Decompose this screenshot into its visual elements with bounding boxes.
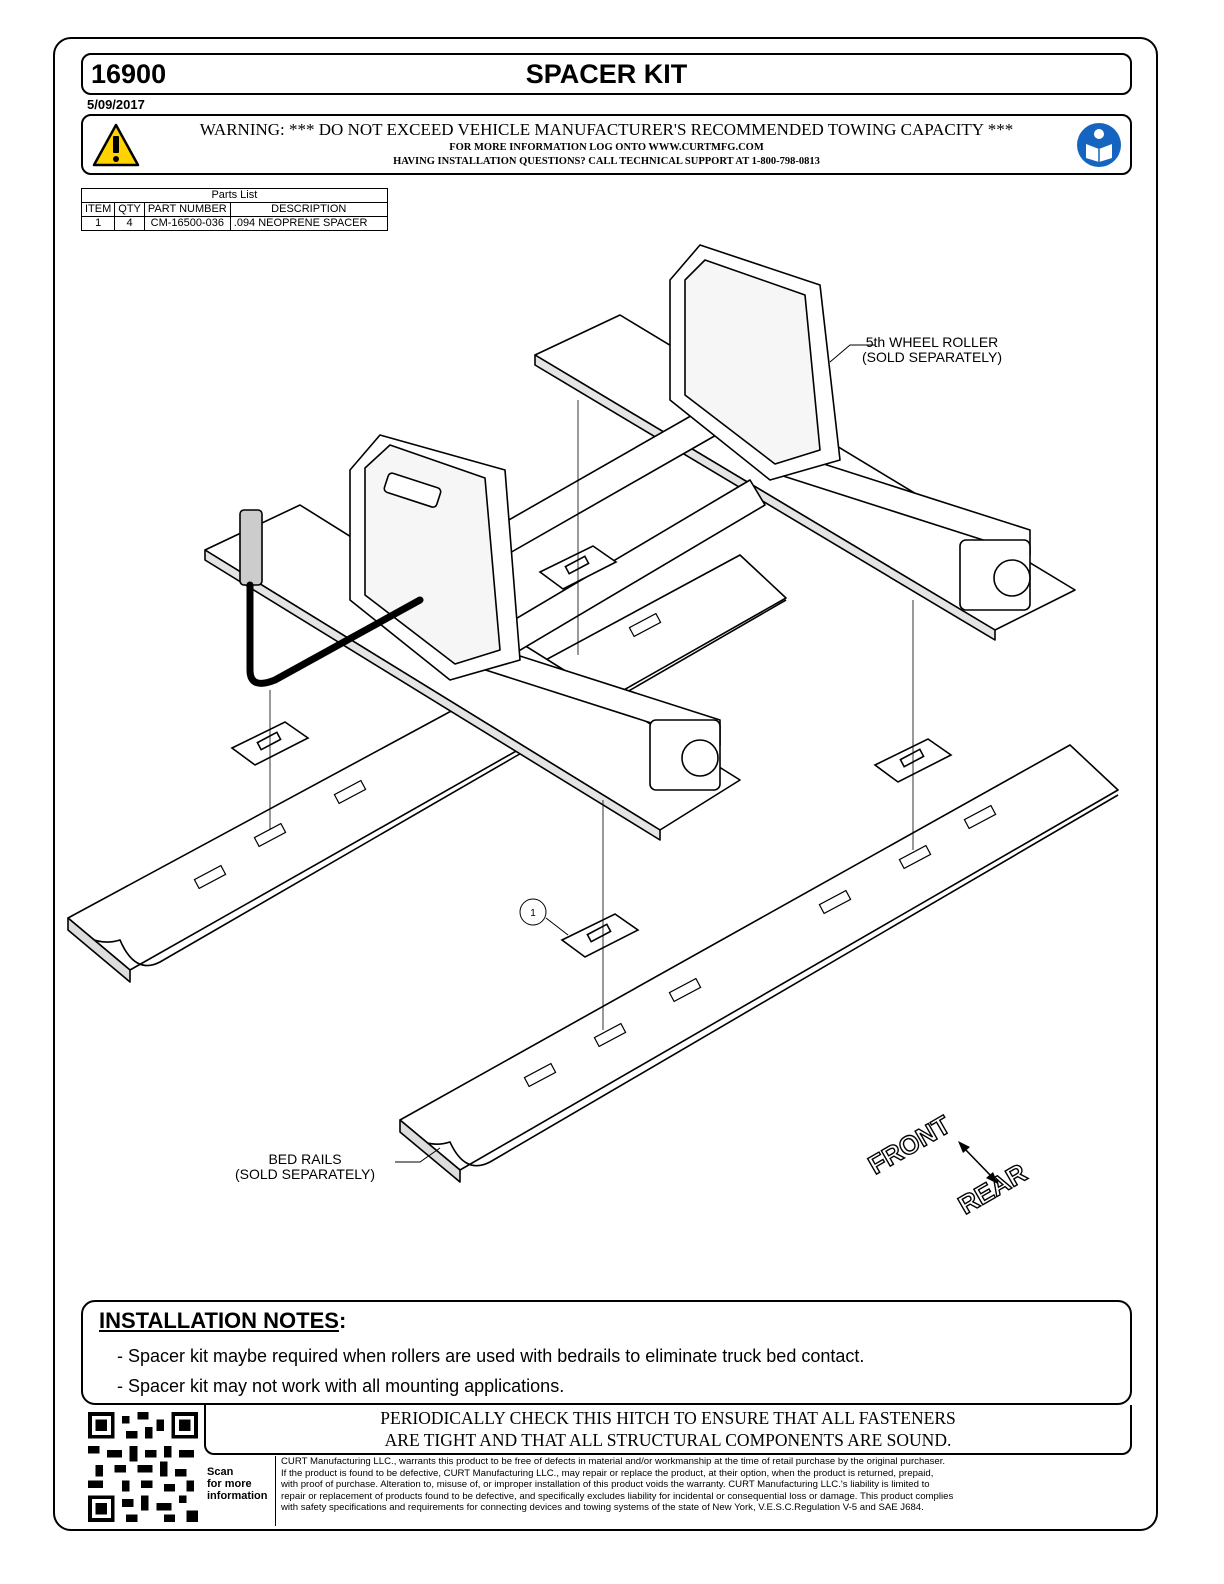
part-number: 16900: [91, 59, 167, 89]
installation-note: - Spacer kit may not work with all mount…: [117, 1376, 565, 1396]
item-balloon: [519, 898, 547, 926]
title-bar: 16900 SPACER KIT: [81, 53, 1132, 95]
scan-line: information: [207, 1490, 268, 1502]
direction-indicator: FRONT REAR: [862, 1109, 1032, 1221]
notes-title-text: INSTALLATION NOTES: [99, 1308, 339, 1333]
warranty-line: repair or replacement of products found …: [281, 1490, 954, 1502]
periodic-check-notice: PERIODICALLY CHECK THIS HITCH TO ENSURE …: [204, 1405, 1132, 1455]
roller-label-line: 5th WHEEL ROLLER: [865, 334, 999, 350]
rails-callout-label: BED RAILS (SOLD SEPARATELY): [235, 1152, 375, 1182]
periodic-line: PERIODICALLY CHECK THIS HITCH TO ENSURE …: [380, 1408, 956, 1428]
warranty-line: If the product is found to be defective,…: [281, 1467, 934, 1479]
warning-text: WARNING: *** DO NOT EXCEED VEHICLE MANUF…: [199, 120, 1014, 139]
read-manual-icon: [1077, 123, 1121, 167]
warning-box: WARNING: *** DO NOT EXCEED VEHICLE MANUF…: [81, 114, 1132, 175]
drawing-sheet-border: [53, 37, 1158, 1531]
roller-label-line: (SOLD SEPARATELY): [862, 349, 1003, 365]
roller-callout-label: 5th WHEEL ROLLER (SOLD SEPARATELY): [862, 335, 1002, 365]
left-bed-rail-illustration: [67, 554, 787, 983]
front-label: FRONT: [863, 1109, 956, 1180]
rails-label-line: BED RAILS: [268, 1151, 342, 1167]
periodic-line: ARE TIGHT AND THAT ALL STRUCTURAL COMPON…: [384, 1430, 952, 1450]
installation-notes-box: INSTALLATION NOTES: - Spacer kit maybe r…: [81, 1300, 1132, 1405]
right-bed-rail-illustration: [399, 744, 1119, 1183]
warning-triangle-icon: [92, 123, 140, 167]
rear-label: REAR: [953, 1157, 1032, 1220]
installation-notes-title: INSTALLATION NOTES:: [99, 1308, 346, 1334]
qr-code-icon: [88, 1412, 198, 1522]
website-text: FOR MORE INFORMATION LOG ONTO WWW.CURTMF…: [449, 142, 764, 153]
warranty-text: CURT Manufacturing LLC., warrants this p…: [275, 1456, 1132, 1526]
table-cell: .094 NEOPRENE SPACER: [229, 216, 388, 231]
parts-list-table: Parts List ITEM QTY PART NUMBER DESCRIPT…: [80, 188, 388, 231]
warranty-line: CURT Manufacturing LLC., warrants this p…: [281, 1456, 946, 1467]
column-header: ITEM: [80, 202, 116, 217]
notes-title-colon: :: [338, 1308, 347, 1333]
scan-line: for more: [207, 1478, 252, 1490]
item-balloon-number: 1: [530, 908, 536, 919]
table-cell: CM-16500-036: [143, 216, 231, 231]
column-header: QTY: [114, 202, 145, 217]
page-title: SPACER KIT: [525, 59, 688, 89]
rails-label-line: (SOLD SEPARATELY): [235, 1166, 376, 1182]
warranty-line: with proof of purchase. Alteration to, m…: [281, 1479, 930, 1490]
revision-date: 5/09/2017: [87, 97, 145, 112]
scan-line: Scan: [207, 1466, 234, 1478]
support-phone-text: HAVING INSTALLATION QUESTIONS? CALL TECH…: [393, 156, 820, 167]
fifth-wheel-roller-illustration: [204, 244, 1076, 841]
scan-for-info-text: Scan for more information: [207, 1466, 268, 1502]
table-row: 1 4 CM-16500-036 .094 NEOPRENE SPACER: [80, 216, 388, 231]
table-cell: 1: [80, 216, 116, 231]
installation-note: - Spacer kit maybe required when rollers…: [117, 1346, 865, 1366]
warranty-line: with safety specifications and requireme…: [281, 1502, 924, 1513]
